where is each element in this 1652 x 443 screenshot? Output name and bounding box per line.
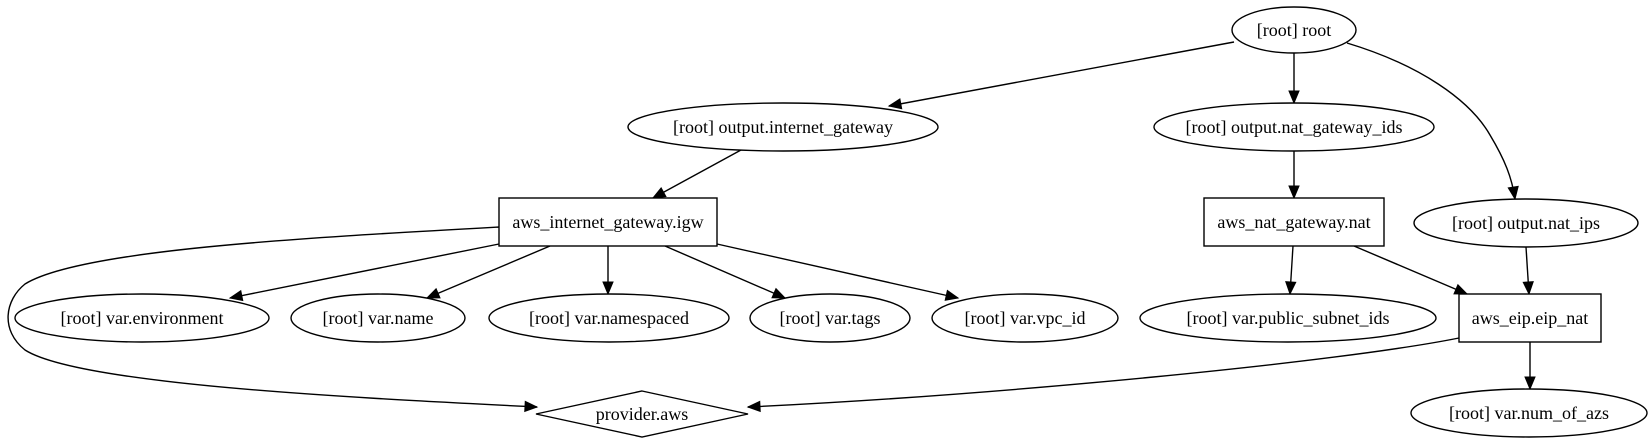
node-provider-aws: provider.aws [535, 390, 749, 438]
arrowhead [1522, 281, 1534, 296]
node-box [1458, 293, 1602, 343]
edge-aws-internet-gateway-igw-to-var-vpc-id [716, 243, 960, 301]
edge-line [652, 149, 742, 199]
node-label: [root] output.nat_gateway_ids [1186, 117, 1403, 137]
edge-line [229, 243, 500, 299]
nodes-layer: [root] root [root] output.internet_gatewa… [14, 6, 1648, 438]
node-var-public-subnet-ids: [root] var.public_subnet_ids [1139, 293, 1437, 343]
edge-output-nat-gateway-ids-to-aws-nat-gateway-nat [1288, 151, 1300, 200]
node-label: [root] root [1257, 20, 1331, 40]
edge-aws-internet-gateway-igw-to-var-environment [228, 243, 500, 302]
edge-root-to-output-nat-gateway-ids [1288, 53, 1300, 105]
arrowhead [944, 289, 960, 301]
node-var-environment: [root] var.environment [14, 293, 270, 343]
edge-line [7, 226, 538, 408]
arrowhead [771, 287, 787, 299]
edge-aws-internet-gateway-igw-to-var-name [425, 245, 551, 299]
arrowhead [425, 287, 441, 299]
node-ellipse [1153, 102, 1435, 152]
node-var-vpc-id: [root] var.vpc_id [931, 293, 1119, 343]
edge-line [664, 245, 786, 299]
node-label: [root] var.namespaced [529, 308, 689, 328]
node-label: [root] var.environment [61, 308, 224, 328]
edge-output-internet-gateway-to-aws-internet-gateway-igw [651, 149, 742, 199]
arrowhead [1288, 185, 1300, 200]
node-label: [root] output.nat_ips [1452, 213, 1600, 233]
arrowhead [651, 186, 667, 199]
edge-aws-eip-eip-nat-to-var-num-of-azs [1524, 342, 1536, 391]
edge-line [1353, 245, 1468, 295]
node-var-tags: [root] var.tags [749, 293, 911, 343]
node-ellipse [1410, 388, 1648, 438]
node-var-num-of-azs: [root] var.num_of_azs [1410, 388, 1648, 438]
node-output-nat-ips: [root] output.nat_ips [1413, 198, 1639, 248]
arrowhead [1285, 281, 1297, 296]
node-var-name: [root] var.name [290, 293, 466, 343]
node-ellipse [1139, 293, 1437, 343]
node-ellipse [14, 293, 270, 343]
node-aws-nat-gateway-nat: aws_nat_gateway.nat [1203, 197, 1385, 247]
node-label: aws_internet_gateway.igw [512, 212, 703, 232]
edge-aws-internet-gateway-igw-to-provider-aws [7, 226, 539, 413]
node-aws-internet-gateway-igw: aws_internet_gateway.igw [498, 197, 718, 247]
node-label: [root] var.vpc_id [965, 308, 1086, 328]
edge-aws-nat-gateway-nat-to-aws-eip-eip-nat [1353, 245, 1469, 295]
edge-aws-internet-gateway-igw-to-var-namespaced [602, 246, 614, 296]
arrowhead [524, 400, 539, 413]
node-label: [root] output.internet_gateway [673, 117, 893, 137]
edge-line [716, 243, 959, 299]
node-ellipse [290, 293, 466, 343]
node-output-nat-gateway-ids: [root] output.nat_gateway_ids [1153, 102, 1435, 152]
edge-aws-internet-gateway-igw-to-var-tags [664, 245, 787, 299]
arrowhead [1507, 185, 1519, 201]
edge-aws-nat-gateway-nat-to-var-public-subnet-ids [1285, 245, 1297, 296]
node-ellipse [1413, 198, 1639, 248]
edge-root-to-output-nat-ips [1346, 42, 1519, 201]
arrowhead [1453, 283, 1469, 295]
arrowhead [887, 98, 903, 110]
node-diamond [535, 390, 749, 438]
node-label: [root] var.public_subnet_ids [1187, 308, 1390, 328]
arrowhead [602, 281, 614, 296]
node-root: [root] root [1231, 6, 1357, 54]
node-label: [root] var.tags [780, 308, 881, 328]
arrowhead [1524, 376, 1536, 391]
edge-line [747, 337, 1460, 408]
node-output-internet-gateway: [root] output.internet_gateway [627, 102, 939, 152]
node-ellipse [931, 293, 1119, 343]
node-label: provider.aws [596, 404, 688, 424]
node-box [1203, 197, 1385, 247]
edge-line [1346, 42, 1516, 200]
node-label: [root] var.num_of_azs [1449, 403, 1609, 423]
node-ellipse [1231, 6, 1357, 54]
arrowhead [1288, 90, 1300, 105]
edge-aws-eip-eip-nat-to-provider-aws [746, 337, 1460, 413]
node-box [498, 197, 718, 247]
edge-root-to-output-internet-gateway [887, 41, 1235, 110]
node-ellipse [488, 293, 730, 343]
arrowhead [228, 289, 244, 302]
node-label: aws_eip.eip_nat [1472, 308, 1588, 328]
node-ellipse [749, 293, 911, 343]
node-aws-eip-eip-nat: aws_eip.eip_nat [1458, 293, 1602, 343]
edge-line [888, 41, 1235, 107]
arrowhead [746, 400, 761, 413]
node-var-namespaced: [root] var.namespaced [488, 293, 730, 343]
node-label: [root] var.name [323, 308, 434, 328]
node-label: aws_nat_gateway.nat [1217, 212, 1370, 232]
node-ellipse [627, 102, 939, 152]
edge-line [426, 245, 551, 299]
edge-output-nat-ips-to-aws-eip-eip-nat [1522, 246, 1534, 296]
